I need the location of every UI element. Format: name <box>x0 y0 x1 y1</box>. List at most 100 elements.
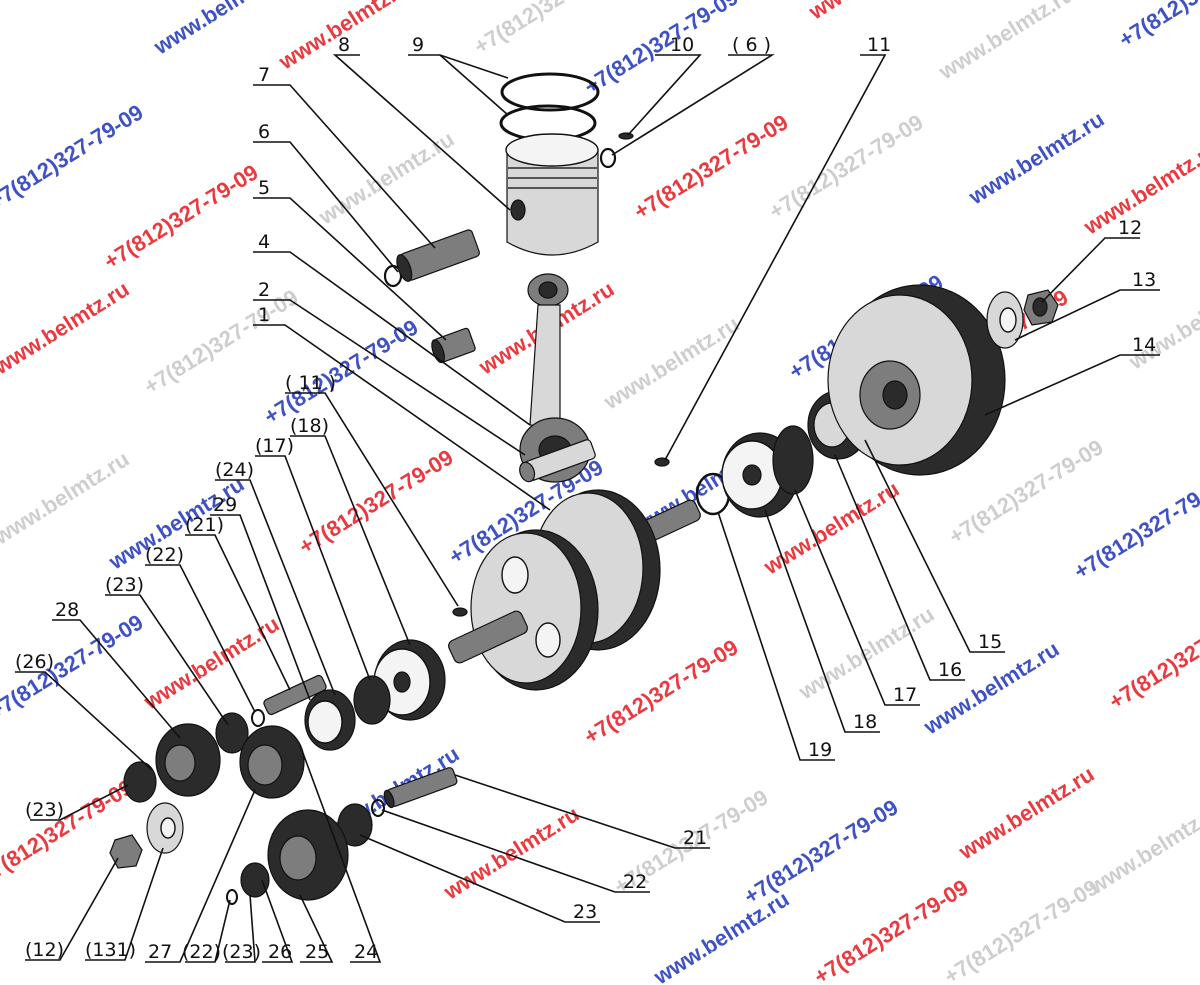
piston-body <box>506 149 599 256</box>
leader-2 <box>253 299 526 456</box>
watermark-phone: +7(812)327-79-09 <box>739 794 902 909</box>
callout-24-paren: (24) <box>215 459 254 481</box>
watermark-site: www.belmtz.ru <box>439 801 584 905</box>
pin-21-left <box>263 674 327 716</box>
callout-10: 10 <box>670 34 694 56</box>
watermark-site: www.belmtz.ru <box>964 106 1109 210</box>
callout-25: 25 <box>305 941 329 963</box>
callout-6-paren: ( 6 ) <box>732 34 771 56</box>
crankshaft-left-shaft <box>448 610 528 664</box>
leader-17 <box>794 489 920 706</box>
callout-23-paren: (23) <box>105 574 144 596</box>
flywheel-hole <box>535 622 561 658</box>
bearing-17 <box>772 425 814 495</box>
leader-13 <box>1014 289 1160 341</box>
leader-12-paren <box>25 857 119 961</box>
leader-4 <box>253 251 531 426</box>
watermark-site: www.belmtz.ru <box>954 761 1099 865</box>
pin-21-left-body <box>263 674 327 716</box>
leader-22-paren-b <box>185 899 231 963</box>
callout-12-paren: (12) <box>25 939 64 961</box>
leader-19 <box>717 511 835 761</box>
piston <box>505 133 599 256</box>
key-11-left <box>452 607 468 617</box>
callout-13: 13 <box>1132 269 1156 291</box>
pin-21-end <box>383 789 395 809</box>
leader-21 <box>454 774 710 849</box>
leader-11-paren <box>285 392 459 607</box>
callout-9: 9 <box>412 34 424 56</box>
callout-24: 24 <box>354 941 378 963</box>
leader-21-paren <box>185 534 291 691</box>
washer-13-left-hole <box>160 817 176 839</box>
callout-21: 21 <box>683 827 707 849</box>
leader-26 <box>261 879 294 963</box>
gear-14 <box>827 284 1006 476</box>
crankshaft-assembly <box>448 489 701 691</box>
leader-22-paren <box>145 564 256 713</box>
circlip-10 <box>618 132 634 140</box>
leader-9b <box>439 54 509 116</box>
watermark-site: www.belmtz.ru <box>1084 796 1200 900</box>
gear-25 <box>267 809 349 901</box>
callout-23: 23 <box>573 901 597 923</box>
callout-22-paren-b: (22) <box>182 941 221 963</box>
ring-22 <box>371 799 385 817</box>
leader-29 <box>210 514 311 701</box>
flywheel-left-face <box>470 532 582 684</box>
leader-11 <box>664 54 887 461</box>
callout-8: 8 <box>338 34 350 56</box>
callout-5: 5 <box>258 177 270 199</box>
leader-23 <box>359 834 600 923</box>
leader-22 <box>381 809 650 893</box>
piston-pin-end <box>396 254 413 282</box>
gear-14-bore <box>882 380 908 410</box>
gear-27-hub <box>247 744 283 786</box>
watermark-site: www.belmtz.ru <box>934 0 1079 85</box>
nut-12-bore <box>1032 297 1048 317</box>
leader-9 <box>408 54 509 79</box>
watermark-phone: +7(812)327-79-09 <box>469 0 632 59</box>
callout-2: 2 <box>258 279 270 301</box>
small-end-bushing <box>431 327 476 364</box>
callout-28: 28 <box>55 599 79 621</box>
circlip-6 <box>599 147 617 169</box>
callout-13-paren: (131) <box>85 939 136 961</box>
leader-8 <box>332 54 511 211</box>
callout-18-paren: (18) <box>290 415 329 437</box>
leader-18-paren <box>290 435 411 646</box>
callout-18: 18 <box>853 711 877 733</box>
crank-pin-end <box>519 461 536 483</box>
piston-ring-upper <box>500 72 600 112</box>
watermark-phone: +7(812)327-79-09 <box>579 0 742 99</box>
leader-25 <box>299 894 334 963</box>
leader-23-paren-b <box>30 784 129 821</box>
leader-16 <box>834 454 965 681</box>
leader-7 <box>253 84 436 249</box>
callout-12: 12 <box>1118 217 1142 239</box>
bearing-24-face <box>307 700 343 744</box>
leader-5 <box>253 197 447 341</box>
callout-4: 4 <box>258 231 270 253</box>
watermark-phone: +7(812)327-79-09 <box>1114 0 1200 52</box>
watermark-site: www.belmtz.ru <box>649 886 794 985</box>
leader-12 <box>1041 237 1140 303</box>
watermark-phone: +7(812)327-79-09 <box>99 159 262 274</box>
piston-pin <box>396 229 480 282</box>
leader-15 <box>864 439 1005 653</box>
callout-26: 26 <box>268 941 292 963</box>
bearing-24-left <box>304 689 356 751</box>
bearing-23-far-left <box>123 761 157 803</box>
leader-17-paren <box>255 455 371 681</box>
callout-labels: 8 9 10 ( 6 ) 11 7 6 5 4 2 1 12 13 14 15 … <box>15 34 1156 963</box>
bearing-17-left <box>353 675 391 725</box>
watermark-site: www.belmtz.ru <box>149 0 294 60</box>
ring-22-left <box>251 709 265 727</box>
callout-6: 6 <box>258 121 270 143</box>
nut-12-left <box>109 834 143 869</box>
leader-14 <box>984 354 1160 416</box>
callout-17-paren: (17) <box>255 435 294 457</box>
callout-17: 17 <box>893 684 917 706</box>
